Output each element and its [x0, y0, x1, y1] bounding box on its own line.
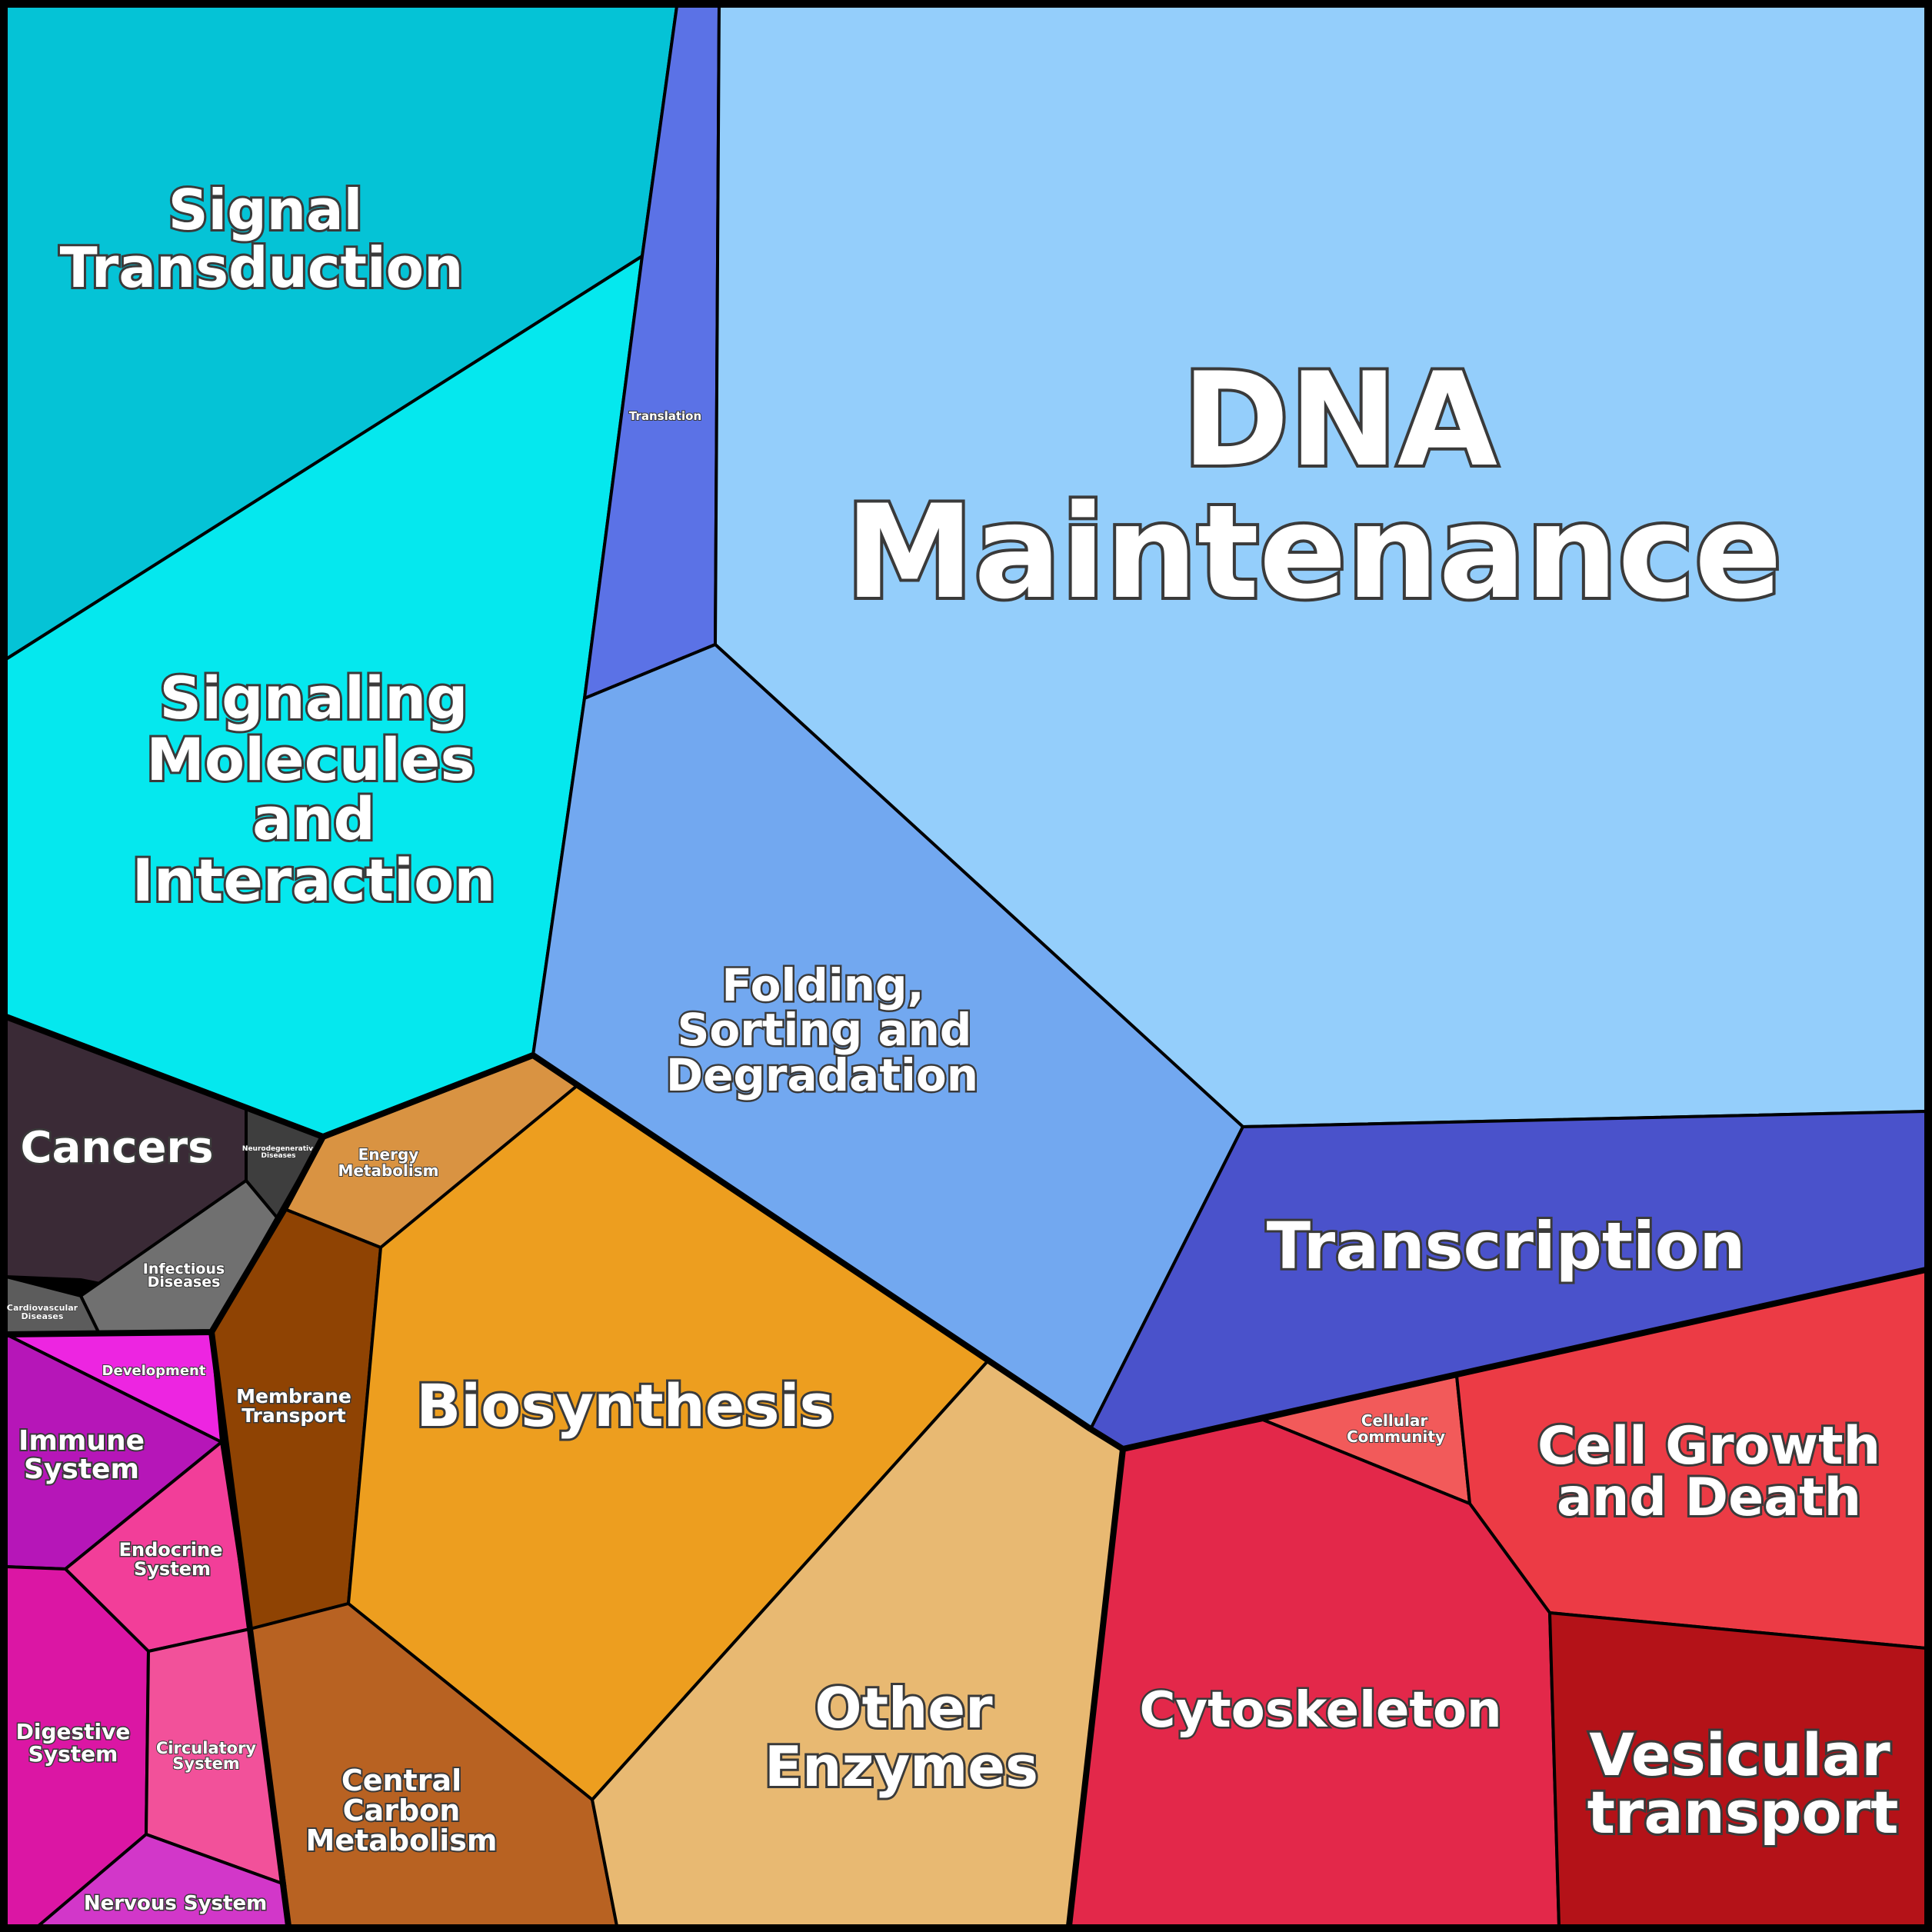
label-line: Diseases [148, 1274, 221, 1291]
label-line: System [134, 1558, 211, 1580]
label-line: Carbon [343, 1794, 461, 1827]
label-line: Cellular [1361, 1411, 1428, 1430]
label-line: transport [1587, 1778, 1899, 1847]
label-transcription: Transcription [1267, 1208, 1746, 1284]
label-line: Cardiovascular [7, 1303, 78, 1313]
label-line: Cancers [21, 1123, 214, 1173]
label-line: Folding, [721, 959, 924, 1011]
label-cytoskeleton: Cytoskeleton [1139, 1682, 1501, 1739]
label-line: Infectious [143, 1261, 225, 1277]
label-line: Signal [168, 178, 363, 242]
label-line: Transport [242, 1404, 346, 1427]
label-line: System [24, 1454, 139, 1485]
label-line: Interaction [132, 846, 496, 914]
cell-transcription[interactable]: Transcription [1088, 1109, 1927, 1451]
label-line: Sorting and [678, 1004, 972, 1056]
label-line: System [28, 1741, 118, 1767]
label-line: Signaling [159, 664, 468, 732]
label-line: Circulatory [156, 1739, 257, 1757]
label-line: and Death [1557, 1467, 1861, 1528]
label-line: Transduction [60, 235, 464, 300]
label-line: Diseases [22, 1311, 64, 1321]
label-line: Biosynthesis [416, 1371, 834, 1440]
label-line: Degradation [666, 1049, 978, 1101]
label-line: Endocrine [119, 1539, 223, 1561]
label-line: Translation [629, 409, 701, 423]
label-development: Development [102, 1363, 206, 1379]
label-line: Digestive [16, 1719, 131, 1744]
label-line: and [252, 784, 375, 853]
label-line: Nervous System [84, 1892, 267, 1915]
label-line: Diseases [261, 1152, 296, 1160]
label-nervous-system: Nervous System [84, 1892, 267, 1915]
label-line: Energy [358, 1145, 419, 1164]
label-line: Metabolism [306, 1824, 498, 1857]
label-cancers: Cancers [21, 1123, 214, 1173]
label-line: Membrane [236, 1385, 351, 1407]
label-line: Central [341, 1764, 461, 1797]
cell-biosynthesis[interactable]: Biosynthesis [346, 1084, 991, 1802]
label-translation: Translation [629, 409, 701, 423]
label-line: Maintenance [845, 477, 1782, 628]
group-borders [5, 1014, 1927, 1927]
label-line: Molecules [146, 725, 475, 794]
label-line: Cytoskeleton [1139, 1682, 1501, 1739]
label-line: Vesicular [1589, 1720, 1890, 1789]
label-line: Other [814, 1676, 993, 1740]
label-line: Immune [18, 1425, 145, 1457]
label-line: Cell Growth [1537, 1416, 1880, 1477]
cell-nervous-system[interactable]: Nervous System [34, 1832, 291, 1927]
label-biosynthesis: Biosynthesis [416, 1371, 834, 1440]
label-line: Metabolism [338, 1161, 438, 1180]
label-line: Neurodegenerative [242, 1145, 318, 1153]
label-line: DNA [1182, 345, 1497, 495]
label-line: Development [102, 1363, 206, 1379]
label-line: Community [1347, 1427, 1445, 1446]
label-line: System [172, 1754, 239, 1773]
label-line: Transcription [1267, 1208, 1746, 1284]
label-line: Enzymes [764, 1734, 1038, 1799]
